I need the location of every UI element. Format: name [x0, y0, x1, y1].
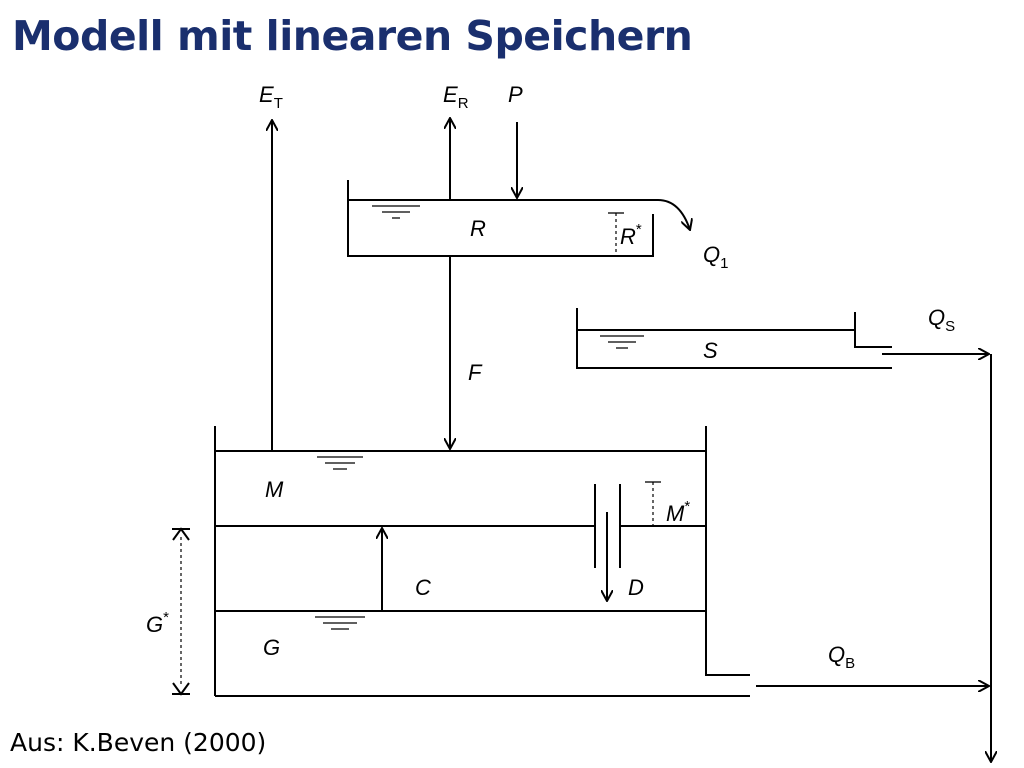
flow-er-label: ER [443, 82, 469, 112]
flow-f-label: F [468, 360, 483, 385]
store-m-g [214, 426, 750, 697]
store-s-label: S [703, 338, 718, 363]
store-g-label: G [263, 635, 280, 660]
store-s [576, 308, 892, 369]
flow-p-label: P [508, 82, 523, 107]
flow-qs-label: QS [928, 305, 955, 335]
threshold-m-star-label: M* [666, 498, 690, 526]
threshold-g-star-label: G* [146, 609, 169, 637]
store-m-label: M [265, 477, 284, 502]
flow-q1-arrow [518, 199, 690, 230]
source-caption: Aus: K.Beven (2000) [10, 728, 267, 757]
flow-d-label: D [628, 575, 644, 600]
flow-qb-label: QB [828, 642, 855, 672]
flow-c-label: C [415, 575, 431, 600]
flow-et-label: ET [259, 82, 283, 112]
flow-q1-label: Q1 [703, 242, 728, 272]
slide-title: Modell mit linearen Speichern [12, 12, 693, 60]
threshold-r-star-label: R* [620, 221, 642, 249]
store-r [347, 180, 654, 257]
store-r-label: R [470, 216, 486, 241]
threshold-g-star-marker [172, 527, 190, 696]
